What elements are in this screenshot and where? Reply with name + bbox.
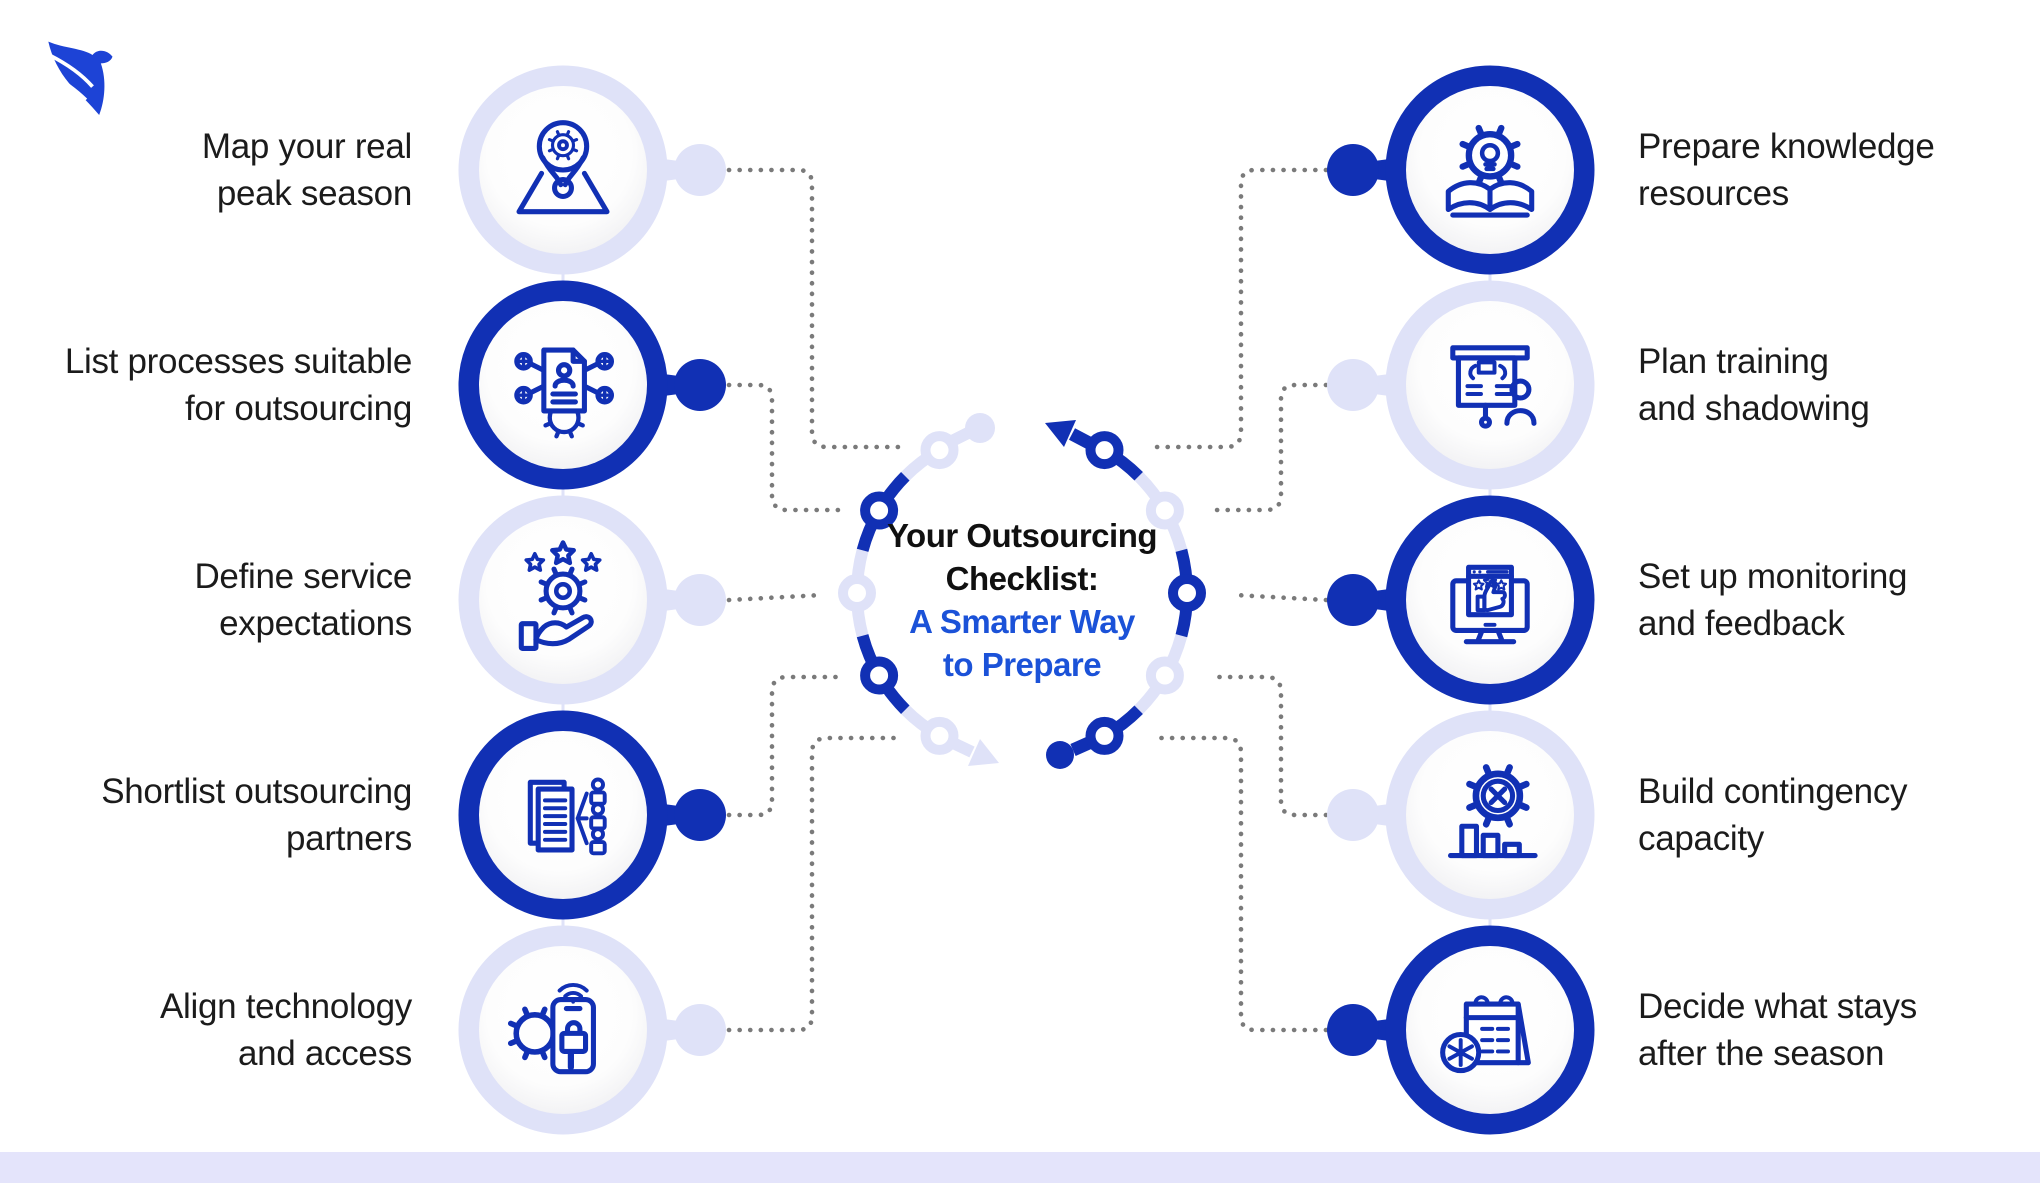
label-line: List processes suitable — [64, 342, 412, 381]
map-pin-gear-icon — [501, 108, 625, 232]
center-subtitle-line2: to Prepare — [942, 646, 1102, 683]
label-setup-monitoring: Set up monitoring and feedback — [1638, 553, 2040, 647]
cycle-arrow-up-icon — [1045, 420, 1076, 447]
document-network-icon — [501, 323, 625, 447]
label-line: Define service — [194, 557, 412, 596]
label-line: expectations — [219, 604, 412, 643]
partner-list-icon — [501, 753, 625, 877]
label-line: and access — [237, 1034, 412, 1073]
label-line: resources — [1638, 174, 1789, 213]
label-line: Set up monitoring — [1638, 557, 1908, 596]
item-decide-what-stays — [1305, 922, 1595, 1138]
dotted-connectors — [726, 167, 1329, 1033]
label-line: Map your real — [201, 127, 412, 166]
center-title-line1: Your Outsourcing — [886, 517, 1158, 554]
item-shortlist-partners — [458, 707, 748, 923]
gear-x-bars-icon — [1428, 753, 1552, 877]
cycle-knob-dark — [1046, 741, 1074, 769]
training-board-icon — [1428, 323, 1552, 447]
label-line: and feedback — [1638, 604, 1845, 643]
label-decide-what-stays: Decide what stays after the season — [1638, 983, 2040, 1077]
label-line: after the season — [1638, 1034, 1885, 1073]
item-define-service — [458, 492, 748, 708]
label-list-processes: List processes suitable for outsourcing — [0, 338, 412, 432]
phone-lock-gear-icon — [501, 968, 625, 1092]
label-define-service: Define service expectations — [0, 553, 412, 647]
label-line: capacity — [1638, 819, 1764, 858]
calendar-snowflake-icon — [1428, 968, 1552, 1092]
label-line: Align technology — [159, 987, 412, 1026]
cycle-arrow-down-icon — [968, 739, 999, 766]
label-line: partners — [286, 819, 412, 858]
item-prepare-knowledge — [1305, 62, 1595, 278]
label-shortlist-partners: Shortlist outsourcing partners — [0, 768, 412, 862]
cycle-knob-light — [965, 413, 995, 443]
label-align-technology: Align technology and access — [0, 983, 412, 1077]
label-plan-training: Plan training and shadowing — [1638, 338, 2040, 432]
center-subtitle-line1: A Smarter Way — [909, 603, 1135, 640]
label-line: Build contingency — [1638, 772, 1908, 811]
book-gear-bulb-icon — [1428, 108, 1552, 232]
label-line: and shadowing — [1638, 389, 1870, 428]
item-map-peak-season — [458, 62, 748, 278]
item-build-contingency — [1305, 707, 1595, 923]
label-line: Plan training — [1638, 342, 1829, 381]
label-line: Shortlist outsourcing — [101, 772, 412, 811]
monitor-feedback-icon — [1428, 538, 1552, 662]
label-build-contingency: Build contingency capacity — [1638, 768, 2040, 862]
footer-bar — [0, 1152, 2040, 1183]
item-align-technology — [458, 922, 748, 1138]
item-plan-training — [1305, 277, 1595, 493]
center-title: Your Outsourcing Checklist: A Smarter Wa… — [822, 514, 1222, 686]
label-line: Decide what stays — [1638, 987, 1917, 1026]
cycle-nodes — [838, 431, 1206, 755]
label-line: for outsourcing — [184, 389, 412, 428]
center-title-line2: Checklist: — [945, 560, 1099, 597]
label-line: Prepare knowledge — [1638, 127, 1935, 166]
item-setup-monitoring — [1305, 492, 1595, 708]
eagle-logo — [48, 41, 113, 115]
center-cycle-ring — [838, 413, 1206, 769]
item-list-processes — [458, 277, 748, 493]
hand-gear-stars-icon — [501, 538, 625, 662]
label-line: peak season — [216, 174, 412, 213]
label-map-peak-season: Map your real peak season — [0, 123, 412, 217]
label-prepare-knowledge: Prepare knowledge resources — [1638, 123, 2040, 217]
